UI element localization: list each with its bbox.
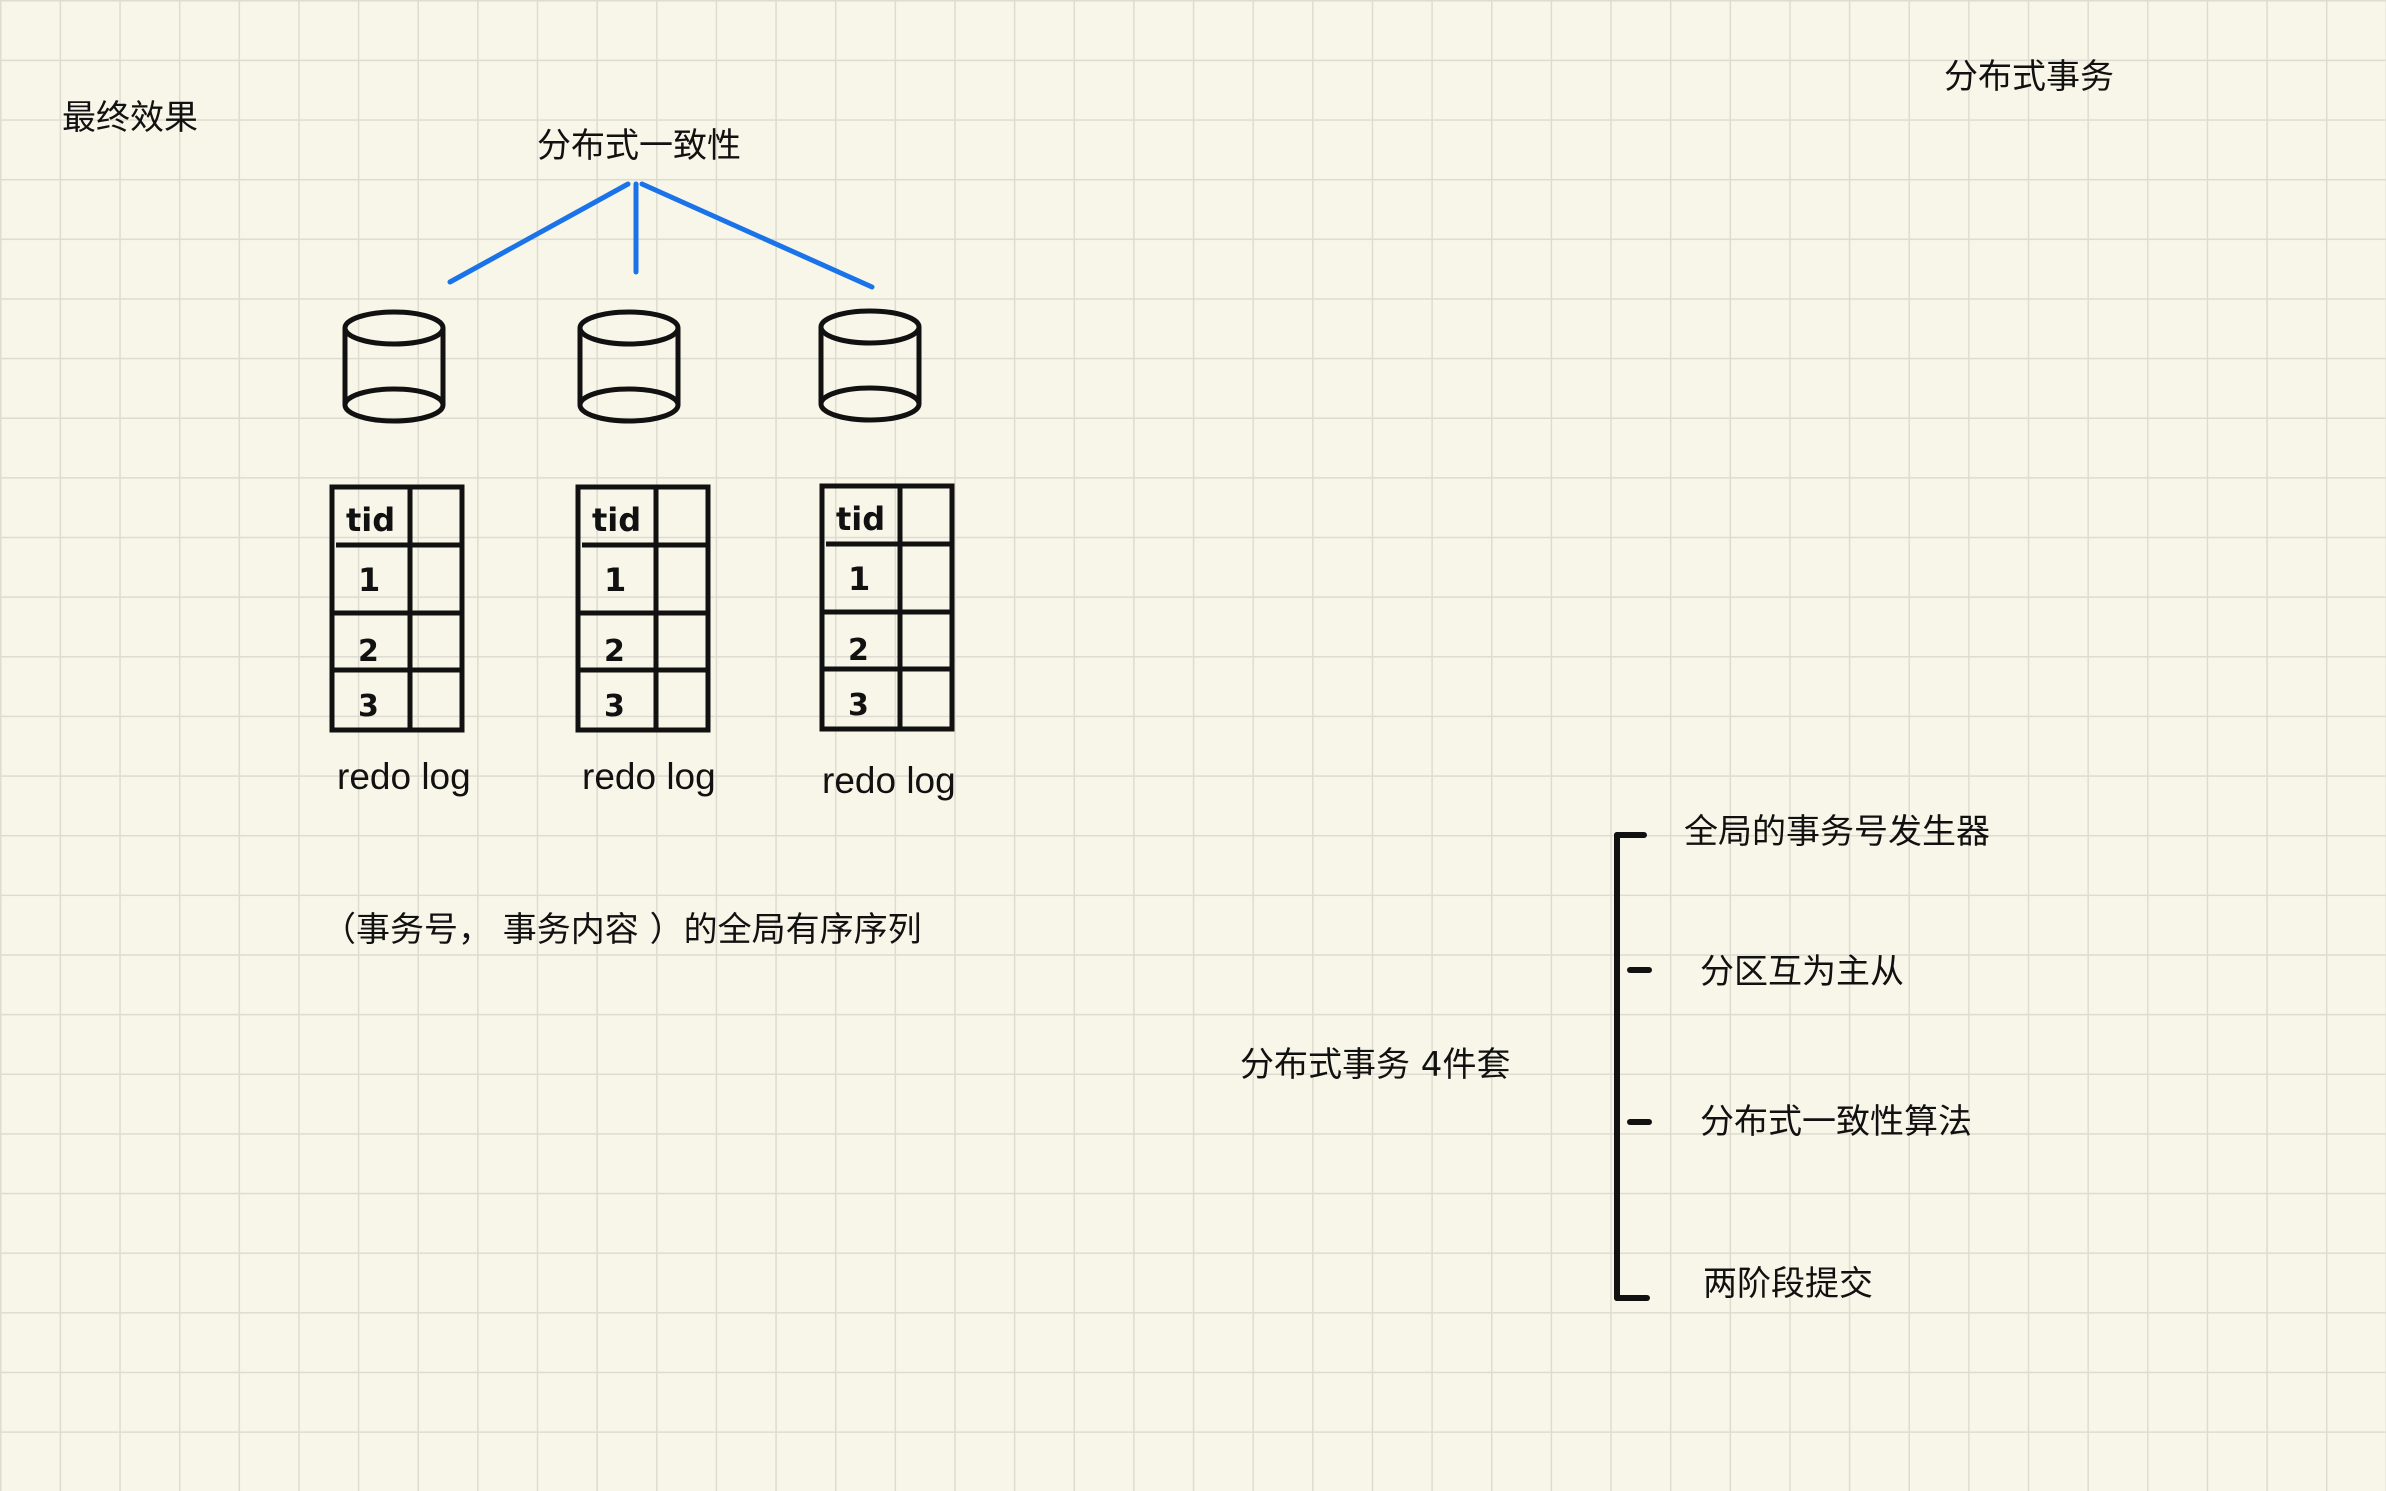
database-icon (342, 309, 446, 424)
kit-item: 两阶段提交 (1703, 1264, 1873, 1304)
table-cell: 3 (848, 688, 869, 723)
table-cell: 3 (358, 689, 379, 724)
database-icon (818, 308, 922, 423)
redo-log-table (575, 484, 711, 733)
table-cell: 2 (848, 633, 869, 668)
redo-log-table (819, 483, 955, 732)
kit-item: 全局的事务号发生器 (1684, 812, 1990, 852)
table-header-tid: tid (836, 500, 885, 538)
kit-item: 分区互为主从 (1700, 952, 1904, 992)
table-cell: 1 (848, 560, 870, 598)
redo-log-cells: tid 1 2 3 tid 1 2 3 tid 1 2 3 (346, 500, 885, 724)
connector-right (639, 181, 875, 290)
tree-connectors (447, 181, 875, 290)
database-icon (577, 309, 681, 424)
table-header-tid: tid (346, 501, 395, 539)
canvas-label: 最终效果 (62, 98, 198, 138)
corner-title: 分布式事务 (1944, 57, 2114, 97)
redo-log-table (329, 484, 465, 733)
redo-log-label: redo log (337, 756, 471, 797)
table-cell: 2 (358, 634, 379, 669)
table-cell: 1 (358, 561, 380, 599)
connector-left (447, 181, 631, 285)
table-cell: 1 (604, 561, 626, 599)
table-cell: 3 (604, 689, 625, 724)
sequence-caption: （事务号， 事务内容 ）的全局有序序列 (322, 910, 922, 950)
kit-bracket (1614, 832, 1652, 1301)
redo-log-label: redo log (582, 756, 716, 797)
redo-log-tables (329, 483, 955, 733)
kit-title: 分布式事务 4件套 (1240, 1045, 1511, 1085)
table-header-tid: tid (592, 501, 641, 539)
kit-item: 分布式一致性算法 (1700, 1102, 1972, 1142)
tree-root-label: 分布式一致性 (537, 126, 741, 166)
database-icons (342, 308, 922, 424)
table-cell: 2 (604, 634, 625, 669)
redo-log-label: redo log (822, 760, 956, 801)
